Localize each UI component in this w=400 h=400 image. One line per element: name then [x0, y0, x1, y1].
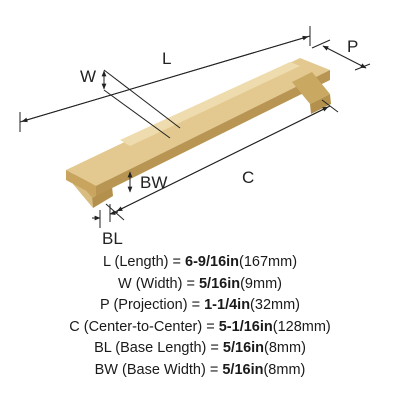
label-C: C	[242, 168, 254, 187]
specifications-list: L (Length) = 6-9/16in(167mm) W (Width) =…	[0, 252, 400, 381]
spec-projection: P (Projection) = 1-1/4in(32mm)	[0, 295, 400, 317]
spec-metric: (167mm)	[239, 254, 298, 270]
spec-metric: (8mm)	[264, 340, 306, 356]
spec-name: BW (Base Width) =	[94, 361, 223, 378]
dimension-lines	[19, 26, 371, 228]
handle-bar-top	[66, 58, 330, 186]
spec-value: 1-1/4in	[204, 297, 251, 313]
spec-value: 5/16in	[222, 361, 264, 378]
spec-metric: (128mm)	[272, 318, 331, 335]
label-W: W	[80, 67, 96, 86]
label-L: L	[162, 49, 171, 68]
handle-illustration	[66, 58, 331, 208]
spec-name: L (Length) =	[102, 254, 186, 270]
cabinet-pull-diagram: L W P C BW BL	[19, 26, 371, 248]
spec-name: BL (Base Length) =	[94, 340, 223, 356]
spec-metric: (8mm)	[263, 361, 306, 378]
left-post-side	[92, 186, 113, 208]
spec-base-width: BW (Base Width) = 5/16in(8mm)	[0, 360, 400, 382]
spec-base-length: BL (Base Length) = 5/16in(8mm)	[0, 338, 400, 360]
spec-width: W (Width) = 5/16in(9mm)	[0, 274, 400, 296]
spec-center-to-center: C (Center-to-Center) = 5-1/16in(128mm)	[0, 317, 400, 339]
label-P: P	[347, 37, 358, 56]
spec-name: C (Center-to-Center) =	[69, 318, 219, 335]
spec-length: L (Length) = 6-9/16in(167mm)	[0, 252, 400, 274]
spec-name: W (Width) =	[118, 275, 199, 292]
handle-bar-front	[66, 170, 96, 196]
spec-value: 6-9/16in	[185, 254, 240, 270]
spec-value: 5/16in	[198, 275, 241, 292]
label-BL: BL	[102, 229, 123, 248]
spec-value: 5-1/16in	[218, 318, 273, 335]
spec-metric: (32mm)	[250, 297, 300, 313]
spec-value: 5/16in	[222, 340, 265, 356]
spec-metric: (9mm)	[240, 275, 282, 292]
label-BW: BW	[140, 173, 167, 192]
spec-name: P (Projection) =	[100, 297, 205, 313]
